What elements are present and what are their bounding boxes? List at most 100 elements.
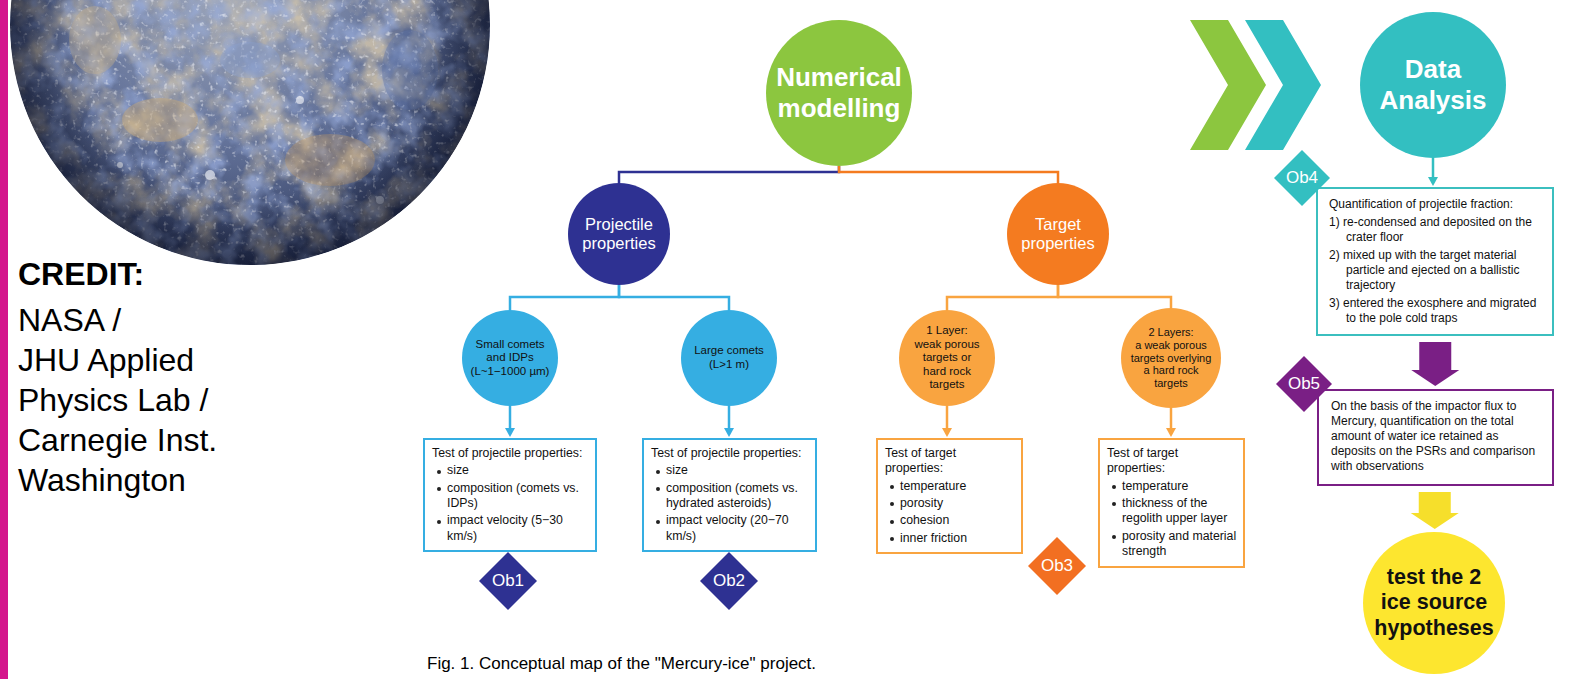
box-heading: Test of target properties: — [885, 446, 1015, 477]
node-text: Ob5 — [1280, 374, 1328, 394]
credit-text: NASA / — [18, 302, 121, 339]
objective-diamond: Ob1 — [479, 552, 537, 610]
list-text: porosity — [900, 496, 943, 510]
bullet-item: impact velocity (20−70 km/s) — [651, 513, 809, 544]
connector — [1058, 285, 1171, 308]
analysis-box: On the basis of the impactor flux to Mer… — [1317, 389, 1554, 486]
box-heading: Test of projectile properties: — [651, 446, 809, 461]
text-stack: Ob1 — [483, 571, 533, 591]
circle-fill — [899, 310, 995, 406]
bullet-item: inner friction — [885, 531, 1015, 546]
node-text: Data Analysis — [1365, 54, 1501, 115]
node-text: Numerical modelling — [770, 62, 908, 123]
text-stack: Ob5 — [1280, 374, 1328, 394]
connector — [942, 406, 952, 437]
node-text: Target properties — [1016, 215, 1100, 254]
list-text: impact velocity (20−70 km/s) — [666, 513, 789, 542]
text-stack: Ob3 — [1032, 556, 1082, 576]
bullet-dot — [656, 520, 660, 524]
bullet-item: porosity — [885, 496, 1015, 511]
list-text: 1) re-condensed and deposited on the cra… — [1329, 215, 1543, 245]
circle-fill — [568, 183, 670, 285]
bullet-dot — [656, 487, 660, 491]
bullet-item: composition (comets vs. hydrated asteroi… — [651, 481, 809, 512]
connector-line — [619, 166, 839, 183]
bullet-dot — [890, 485, 894, 489]
credit-text: CREDIT: — [18, 256, 144, 293]
subcategory-circle: 2 Layers:a weak porous targets overlying… — [1121, 308, 1221, 408]
connector-line — [947, 285, 1058, 310]
circle-fill — [462, 310, 558, 406]
text-holder: Large comets (L>1 m) — [681, 310, 777, 406]
connector — [1166, 408, 1176, 437]
bullet-item: temperature — [885, 479, 1015, 494]
circle-fill — [1360, 12, 1506, 158]
subcategory-circle: Large comets (L>1 m) — [681, 310, 777, 406]
connector — [1411, 342, 1459, 386]
list-text: temperature — [900, 479, 966, 493]
text-holder: 2 Layers:a weak porous targets overlying… — [1121, 308, 1221, 408]
text-stack: Numerical modelling — [770, 62, 908, 123]
node-text: 1 Layer: — [911, 324, 983, 338]
text-holder: test the 2 ice source hypotheses — [1363, 532, 1505, 674]
objective-diamond: Ob4 — [1274, 150, 1330, 206]
test-box: Test of projectile properties: size compos… — [642, 438, 817, 552]
node-text: weak porous targets or hard rock targets — [911, 338, 983, 392]
node-text: test the 2 ice source hypotheses — [1371, 565, 1497, 641]
text-holder: Ob5 — [1276, 356, 1332, 412]
bullet-item: size — [432, 463, 589, 478]
list-text: inner friction — [900, 531, 967, 545]
bullet-item: size — [651, 463, 809, 478]
node-text: Ob1 — [483, 571, 533, 591]
list-text: size — [666, 463, 688, 477]
box-heading: Test of target properties: — [1107, 446, 1237, 477]
bullet-item: temperature — [1107, 479, 1237, 494]
bullet-dot — [437, 487, 441, 491]
analysis-box: Quantification of projectile fraction: 1)… — [1316, 187, 1554, 336]
text-stack: Projectile properties — [577, 215, 661, 254]
circle-fill — [1007, 183, 1109, 285]
diamond-fill — [1028, 537, 1086, 595]
bullet-dot — [890, 520, 894, 524]
list-text: thickness of the regolith upper layer — [1122, 496, 1227, 525]
objective-diamond: Ob5 — [1276, 356, 1332, 412]
credit-text: JHU Applied — [18, 342, 194, 379]
circle-fill — [766, 20, 912, 166]
text-stack: 1 Layer:weak porous targets or hard rock… — [911, 324, 983, 392]
subcategory-circle: 1 Layer:weak porous targets or hard rock… — [899, 310, 995, 406]
node-text: Ob3 — [1032, 556, 1082, 576]
bullet-item: thickness of the regolith upper layer — [1107, 496, 1237, 527]
bullet-item: impact velocity (5−30 km/s) — [432, 513, 589, 544]
credit-text: Physics Lab / — [18, 382, 208, 419]
bullet-item: cohesion — [885, 513, 1015, 528]
list-text: composition (comets vs. hydrated asteroi… — [666, 481, 798, 510]
connector-line — [509, 406, 512, 428]
arrow-head — [942, 428, 952, 437]
bullet-dot — [1112, 485, 1116, 489]
arrow-head — [505, 428, 515, 437]
text-holder: Numerical modelling — [766, 20, 912, 166]
node-text: Small comets and IDPs (L~1−1000 µm) — [469, 338, 551, 379]
node-text: Ob2 — [704, 571, 754, 591]
list-text: impact velocity (5−30 km/s) — [447, 513, 563, 542]
box-heading: Quantification of projectile fraction: — [1329, 197, 1543, 212]
text-holder: Small comets and IDPs (L~1−1000 µm) — [462, 310, 558, 406]
block-arrow — [1411, 492, 1459, 529]
text-stack: Ob2 — [704, 571, 754, 591]
list-text: 2) mixed up with the target material par… — [1329, 248, 1543, 293]
connector-line — [1058, 285, 1171, 308]
node-text: Projectile properties — [577, 215, 661, 254]
accent-bar — [0, 0, 8, 679]
connector-line — [728, 406, 731, 428]
connector — [1428, 158, 1438, 186]
diamond-fill — [700, 552, 758, 610]
text-holder: Data Analysis — [1360, 12, 1506, 158]
connector-line — [1432, 158, 1435, 177]
bullet-item: porosity and material strength — [1107, 529, 1237, 560]
connector-line — [619, 285, 729, 310]
connector-line — [1170, 408, 1173, 428]
test-box: Test of target properties: temperature por… — [876, 438, 1023, 554]
text-stack: test the 2 ice source hypotheses — [1371, 565, 1497, 641]
figure-caption: Fig. 1. Conceptual map of the "Mercury-i… — [427, 654, 816, 674]
objective-diamond: Ob3 — [1028, 537, 1086, 595]
